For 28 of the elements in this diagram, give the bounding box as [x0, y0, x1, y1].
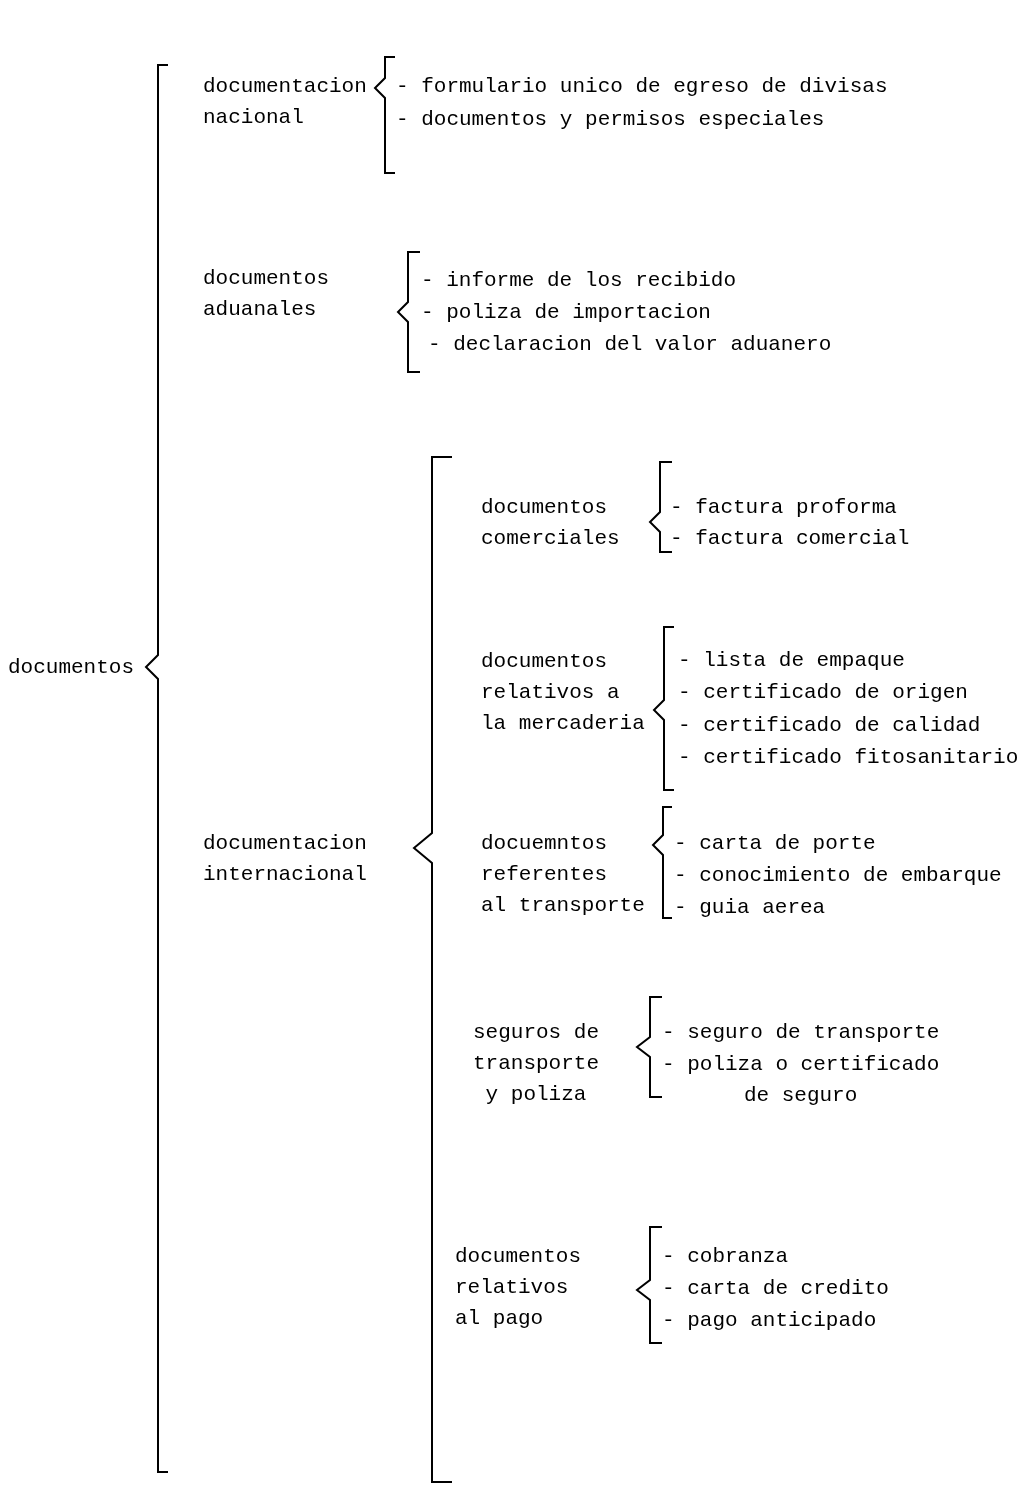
list-item: - certificado de origen [678, 680, 968, 706]
list-item: - lista de empaque [678, 648, 905, 674]
category-label: documentos aduanales [203, 266, 330, 323]
category-label: documentacion nacional [203, 74, 367, 131]
list-item: - factura proforma [670, 495, 897, 521]
list-item: - carta de credito [662, 1276, 889, 1302]
list-item: - factura comercial [670, 526, 910, 552]
list-item: - seguro de transporte [662, 1020, 940, 1046]
category-label: documentos [8, 655, 135, 681]
category-label: documentos relativos a la mercaderia [481, 649, 645, 737]
category-label: documentos comerciales [481, 495, 620, 552]
category-label: documentos relativos al pago [455, 1244, 582, 1332]
list-item: - informe de los recibido [421, 268, 737, 294]
list-item: - poliza o certificado de seguro [662, 1052, 940, 1109]
list-item: - certificado de calidad [678, 713, 981, 739]
list-item: - cobranza [662, 1244, 789, 1270]
category-label: docuemntos referentes al transporte [481, 831, 645, 919]
category-label: seguros de transporte y poliza [473, 1020, 600, 1108]
list-item: - certificado fitosanitario [678, 745, 1019, 771]
list-item: - conocimiento de embarque [674, 863, 1002, 889]
list-item: - pago anticipado [662, 1308, 877, 1334]
category-label: documentacion internacional [203, 831, 367, 888]
list-item: - carta de porte [674, 831, 876, 857]
list-item: - documentos y permisos especiales [396, 107, 825, 133]
list-item: - declaracion del valor aduanero [428, 332, 832, 358]
list-item: - formulario unico de egreso de divisas [396, 74, 888, 100]
list-item: - guia aerea [674, 895, 826, 921]
list-item: - poliza de importacion [421, 300, 711, 326]
